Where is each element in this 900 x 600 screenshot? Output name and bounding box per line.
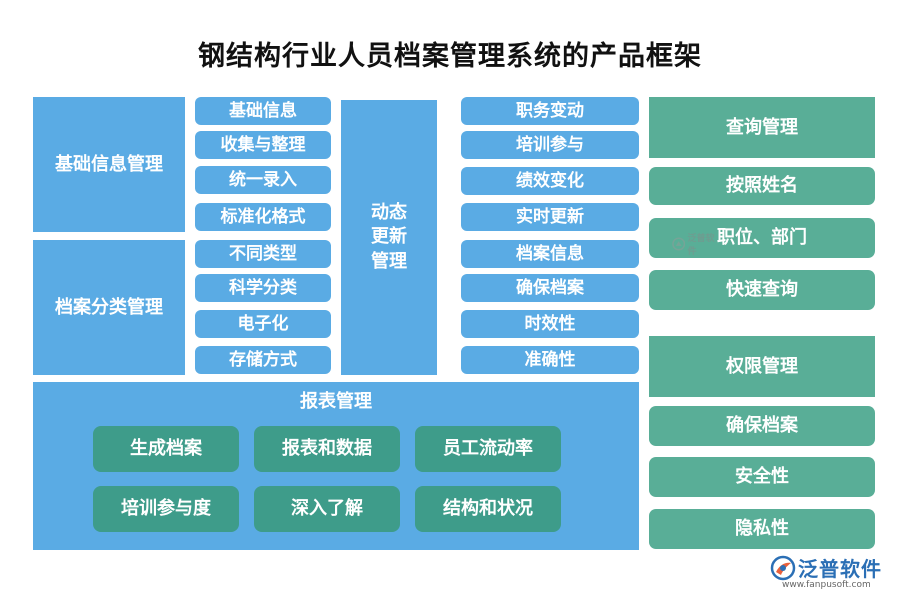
query-item: 快速查询 [649,270,875,310]
basic-info-item: 基础信息 [195,97,331,125]
classification-item: 科学分类 [195,274,331,302]
classification-item: 存储方式 [195,346,331,374]
dynamic-line: 管理 [371,250,407,272]
logo-mark-icon [672,237,686,251]
section-archive-classification: 档案分类管理 [33,240,185,375]
section-archive-classification-label: 档案分类管理 [55,296,163,318]
basic-info-item: 统一录入 [195,166,331,194]
section-dynamic-update: 动态 更新 管理 [341,100,437,375]
section-query-management: 查询管理 [649,97,875,158]
basic-info-item: 收集与整理 [195,131,331,159]
permission-item: 隐私性 [649,509,875,549]
dynamic-item: 确保档案 [461,274,639,302]
dynamic-item: 职务变动 [461,97,639,125]
dynamic-item: 绩效变化 [461,167,639,195]
watermark: 泛普软件 [672,234,722,257]
query-item: 按照姓名 [649,167,875,205]
report-card: 深入了解 [254,486,400,532]
brand-url: www.fanpusoft.com [782,580,871,590]
brand-logo: 泛普软件 www.fanpusoft.com [770,553,895,593]
brand-mark-icon [770,555,796,581]
dynamic-item: 档案信息 [461,240,639,268]
report-card: 生成档案 [93,426,239,472]
report-management-label: 报表管理 [300,391,372,413]
watermark-text: 泛普软件 [687,234,715,257]
section-basic-info-label: 基础信息管理 [55,153,163,175]
basic-info-item: 标准化格式 [195,203,331,231]
dynamic-item: 实时更新 [461,203,639,231]
dynamic-item: 准确性 [461,346,639,374]
classification-item: 不同类型 [195,240,331,268]
dynamic-item: 培训参与 [461,131,639,159]
permission-item: 确保档案 [649,406,875,446]
query-item: 职位、部门 [649,218,875,258]
report-card: 员工流动率 [415,426,561,472]
report-card: 结构和状况 [415,486,561,532]
report-card: 培训参与度 [93,486,239,532]
dynamic-line: 动态 [371,202,407,224]
report-card: 报表和数据 [254,426,400,472]
section-basic-info: 基础信息管理 [33,97,185,232]
diagram-title: 钢结构行业人员档案管理系统的产品框架 [198,41,702,72]
permission-item: 安全性 [649,457,875,497]
dynamic-item: 时效性 [461,310,639,338]
dynamic-line: 更新 [371,226,407,248]
brand-name: 泛普软件 [798,557,882,581]
classification-item: 电子化 [195,310,331,338]
section-permission-management: 权限管理 [649,336,875,397]
